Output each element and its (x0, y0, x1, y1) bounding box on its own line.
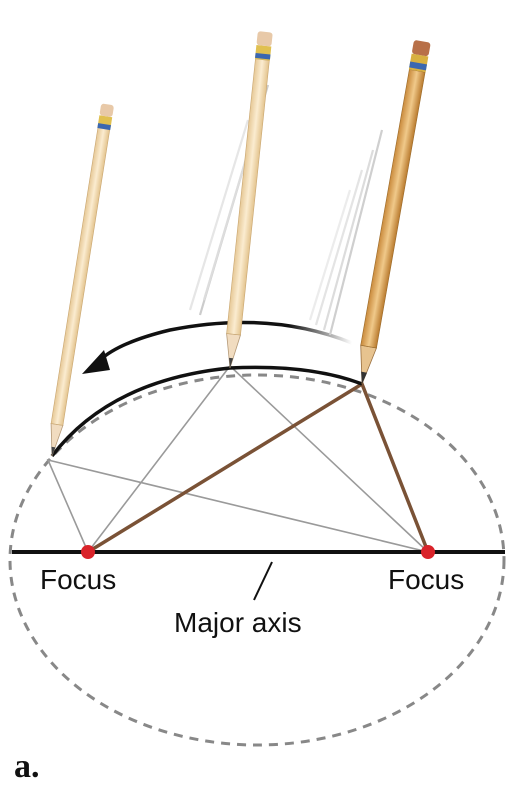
focus-right-label: Focus (388, 564, 464, 595)
pencil-icon (360, 40, 431, 385)
pencil-icon (226, 31, 273, 369)
focus-left-label: Focus (40, 564, 116, 595)
traced-arc (50, 365, 363, 458)
focus-dot-icon (421, 545, 435, 559)
pencil-icon (50, 103, 114, 457)
major-axis-label: Major axis (174, 607, 302, 638)
motion-lines (188, 84, 384, 336)
active-string (87, 381, 430, 554)
panel-label: a. (14, 748, 40, 785)
ellipse-outline (8, 373, 506, 747)
focus-dot-icon (81, 545, 95, 559)
curved-arrow-icon (82, 320, 353, 374)
major-axis-leader (253, 561, 273, 601)
